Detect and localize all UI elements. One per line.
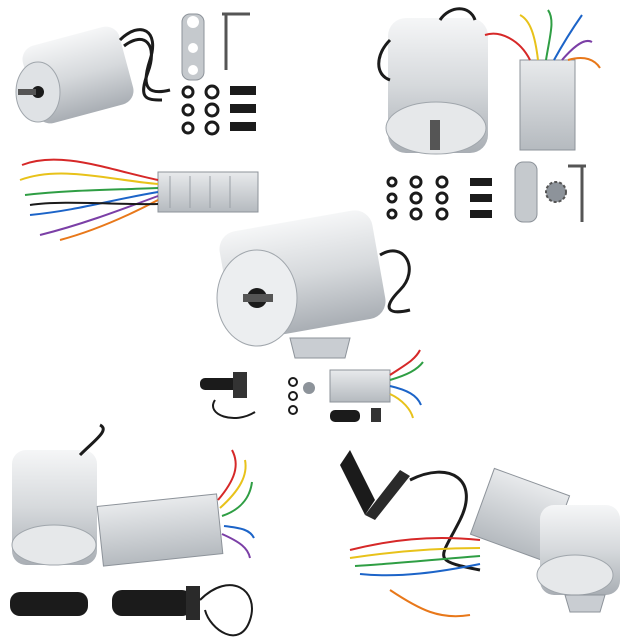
motor-with-bracket	[216, 210, 411, 359]
controller	[484, 9, 601, 151]
controller	[19, 158, 259, 241]
controller	[96, 449, 255, 567]
kit-panel-top-left	[0, 0, 270, 250]
key-switch	[371, 408, 381, 422]
throttle	[200, 372, 256, 419]
washers-and-bolts	[386, 175, 492, 221]
wiring-harness	[349, 470, 481, 618]
allen-key	[568, 164, 586, 222]
hardware	[288, 377, 315, 415]
grip	[10, 592, 88, 616]
wrench-tool	[181, 13, 205, 81]
kit-panel-center	[185, 200, 455, 440]
kit-panel-top-right	[370, 0, 640, 230]
kit-panel-bottom-right	[330, 440, 640, 640]
motor	[15, 26, 171, 124]
sprocket	[545, 181, 567, 203]
grip	[330, 410, 360, 422]
motor	[11, 423, 105, 566]
kit-panel-bottom-left	[0, 420, 330, 640]
motor	[377, 7, 488, 155]
washers-and-bolts	[181, 84, 256, 136]
allen-key	[222, 12, 250, 70]
twist-throttle	[112, 584, 253, 637]
wrench-tool	[514, 161, 538, 223]
foot-pedal	[340, 450, 410, 520]
motor	[536, 505, 620, 613]
controller	[329, 349, 424, 419]
